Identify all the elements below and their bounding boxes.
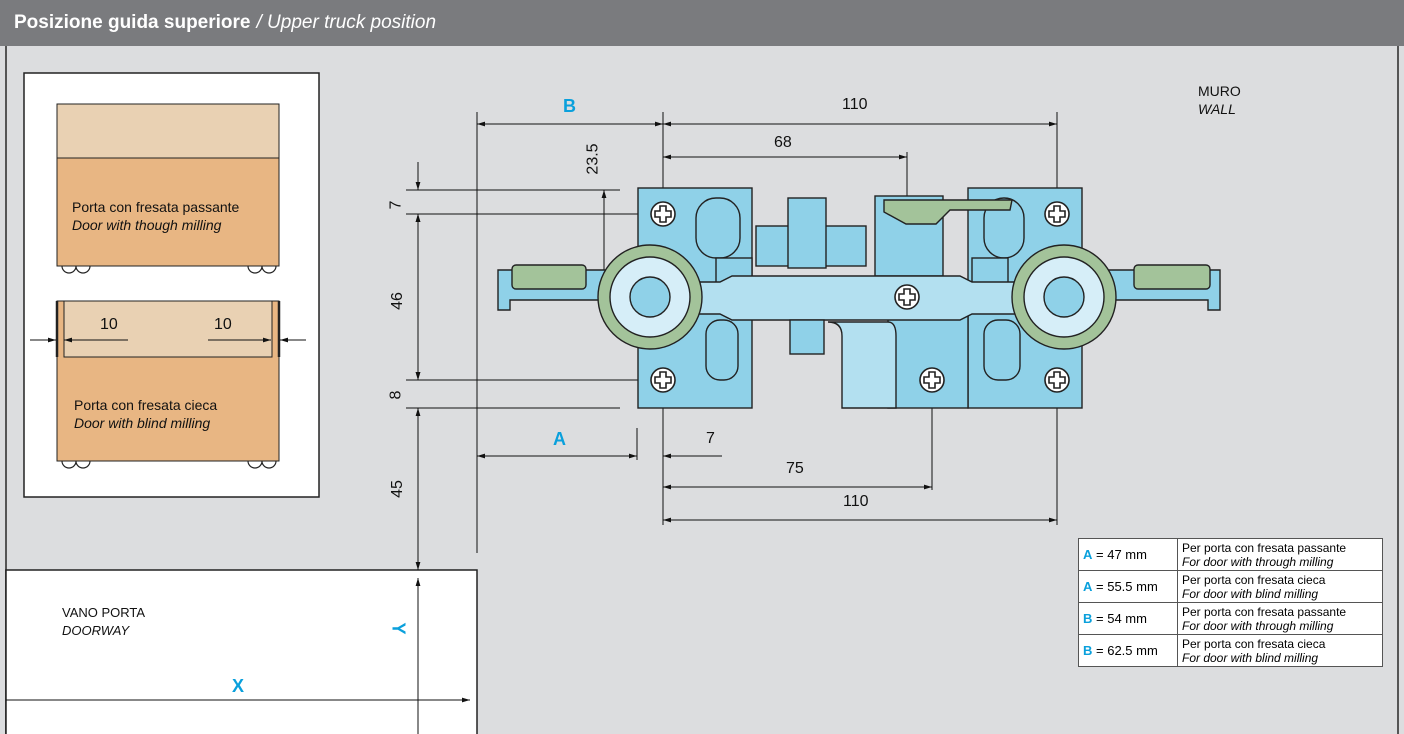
spec-value: = 62.5 mm	[1096, 643, 1158, 658]
wall-label: MURO WALL	[1198, 83, 1241, 117]
spec-letter: B	[1083, 611, 1093, 626]
dim-a-label: A	[553, 429, 566, 449]
dim-23-5: 23.5	[584, 143, 602, 175]
spec-desc-en: For door with blind milling	[1182, 586, 1319, 601]
section-header: Posizione guida superiore / Upper truck …	[0, 0, 1404, 46]
table-row: A = 47 mm Per porta con fresata passante…	[1078, 538, 1383, 571]
section-title: Posizione guida superiore	[14, 12, 251, 33]
dim-45: 45	[388, 480, 406, 498]
door-through-label: Porta con fresata passante Door with tho…	[72, 199, 240, 233]
dim-46: 46	[388, 292, 406, 310]
upper-truck	[497, 187, 1221, 409]
spec-desc-it: Per porta con fresata passante	[1182, 540, 1347, 555]
spec-letter: A	[1083, 547, 1093, 562]
dim-top-110: 110	[842, 96, 868, 113]
doorway-y-label: Y	[388, 622, 409, 635]
spec-desc-it: Per porta con fresata cieca	[1182, 636, 1326, 651]
spec-desc-it: Per porta con fresata passante	[1182, 604, 1347, 619]
dim-blind-right: 10	[214, 316, 232, 333]
spec-value: = 47 mm	[1096, 547, 1147, 562]
dim-8: 8	[387, 390, 405, 400]
section-subtitle: / Upper truck position	[256, 12, 437, 33]
dim-7-left: 7	[387, 200, 405, 210]
dim-75: 75	[786, 460, 804, 477]
dim-bottom-110: 110	[843, 493, 869, 510]
doorway-box	[5, 569, 478, 734]
dim-blind-left: 10	[100, 316, 118, 333]
spec-value: = 55.5 mm	[1096, 579, 1158, 594]
spec-desc-it: Per porta con fresata cieca	[1182, 572, 1326, 587]
spec-desc-en: For door with through milling	[1182, 554, 1334, 569]
dim-68: 68	[774, 134, 792, 151]
doorway-x-label: X	[232, 676, 245, 696]
dim-b-label: B	[563, 96, 576, 116]
spec-value: = 54 mm	[1096, 611, 1147, 626]
dimension-spec-table: A = 47 mm Per porta con fresata passante…	[1078, 538, 1383, 667]
spec-desc-en: For door with through milling	[1182, 618, 1334, 633]
door-blind-label: Porta con fresata cieca Door with blind …	[74, 397, 218, 431]
door-illustrations-panel	[23, 72, 320, 498]
dim-7-bottom: 7	[706, 430, 715, 447]
spec-letter: B	[1083, 643, 1093, 658]
table-row: B = 54 mm Per porta con fresata passante…	[1078, 602, 1383, 635]
technical-drawing	[0, 46, 1404, 734]
spec-desc-en: For door with blind milling	[1182, 650, 1319, 665]
doorway-label: VANO PORTA DOORWAY	[62, 605, 146, 638]
spec-letter: A	[1083, 579, 1093, 594]
